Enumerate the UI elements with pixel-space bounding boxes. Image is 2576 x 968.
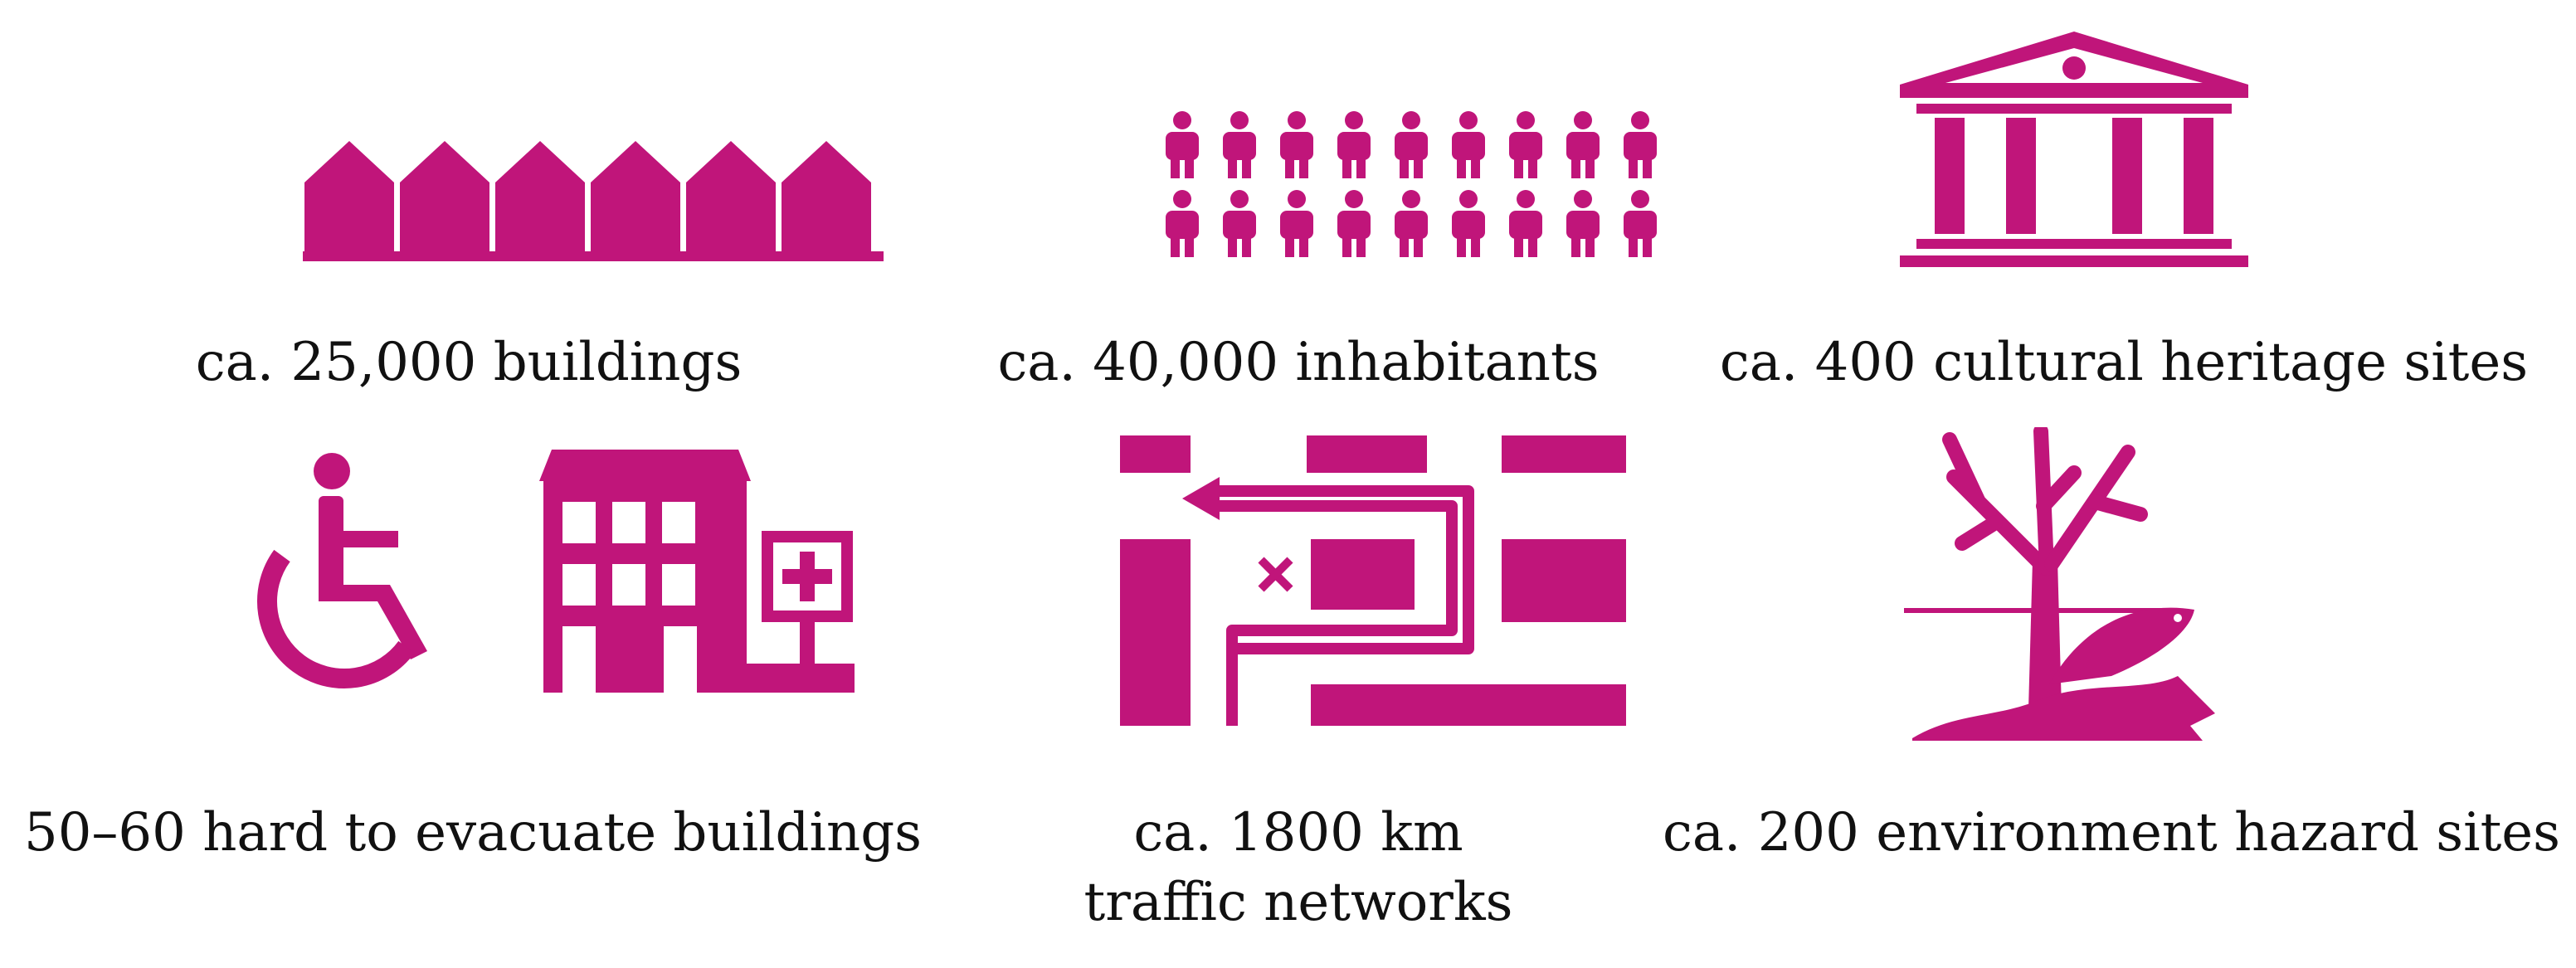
caption-traffic-networks: ca. 1800 km traffic networks [1083, 802, 1513, 933]
person-figure [1452, 111, 1485, 178]
person-figure [1166, 111, 1199, 178]
person-figure [1395, 111, 1428, 178]
dead-tree-fish-icon [1904, 427, 2252, 747]
person-figure [1280, 111, 1313, 178]
wheelchair-hospital-icon [249, 431, 863, 697]
house-shape [400, 141, 489, 261]
person-figure [1223, 111, 1256, 178]
traffic-map-icon [1116, 431, 1630, 730]
caption-heritage-sites: ca. 400 cultural heritage sites [1719, 332, 2529, 393]
house-shape [782, 141, 871, 261]
person-figure [1566, 111, 1600, 178]
houses-row-icon [303, 137, 884, 261]
caption-buildings: ca. 25,000 buildings [195, 332, 743, 393]
houses-base [303, 251, 884, 261]
person-figure [1280, 190, 1313, 257]
person-figure [1337, 111, 1371, 178]
person-figure [1166, 190, 1199, 257]
person-figure [1624, 111, 1657, 178]
house-shape [686, 141, 776, 261]
person-figure [1509, 190, 1542, 257]
person-figure [1624, 190, 1657, 257]
people-crowd-icon [1157, 104, 1684, 261]
person-figure [1509, 111, 1542, 178]
caption-hazard-sites: ca. 200 environment hazard sites [1663, 802, 2560, 863]
person-figure [1452, 190, 1485, 257]
house-shape [495, 141, 585, 261]
house-shape [304, 141, 394, 261]
person-figure [1395, 190, 1428, 257]
person-figure [1337, 190, 1371, 257]
person-figure [1566, 190, 1600, 257]
caption-inhabitants: ca. 40,000 inhabitants [997, 332, 1600, 393]
caption-evacuate-buildings: 50–60 hard to evacuate buildings [23, 802, 923, 863]
person-figure [1223, 190, 1256, 257]
house-shape [591, 141, 680, 261]
classical-building-icon [1883, 25, 2265, 282]
